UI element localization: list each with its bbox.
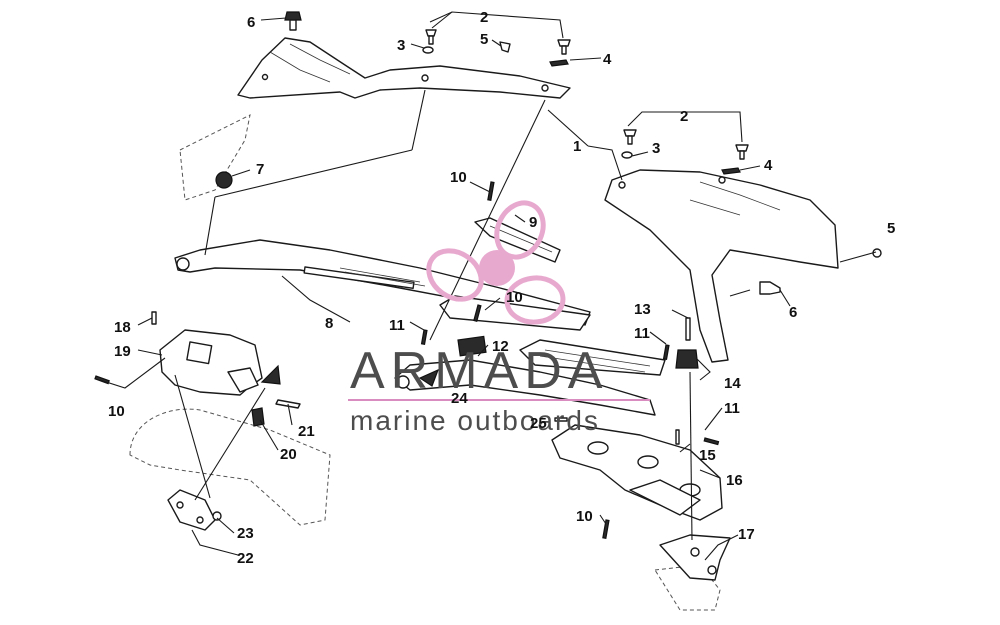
leader-lines: [99, 11, 877, 561]
watermark: ARMADA marine outboards: [348, 200, 650, 436]
callout-22: 22: [237, 550, 254, 567]
callout-17: 17: [738, 526, 755, 543]
callout-3b: 3: [652, 140, 660, 157]
callout-6b: 6: [789, 304, 797, 321]
callout-11a: 11: [389, 317, 405, 334]
plate-22: [167, 489, 216, 531]
callout-12: 12: [492, 338, 509, 355]
callout-5b: 5: [887, 220, 895, 237]
callout-24: 24: [451, 390, 468, 407]
callout-2: 2: [480, 9, 488, 26]
callout-19: 19: [114, 343, 131, 360]
callout-11b: 11: [634, 325, 650, 342]
callout-7: 7: [256, 161, 264, 178]
callout-10b: 10: [506, 289, 523, 306]
callout-5: 5: [480, 31, 488, 48]
watermark-title: ARMADA: [350, 342, 608, 400]
callout-11c: 11: [724, 400, 740, 417]
callout-10a: 10: [450, 169, 467, 186]
callout-20: 20: [280, 446, 297, 463]
callout-21: 21: [298, 423, 315, 440]
callout-6: 6: [247, 14, 255, 31]
callout-3: 3: [397, 37, 405, 54]
watermark-subtitle: marine outboards: [350, 405, 600, 436]
callout-2b: 2: [680, 108, 688, 125]
plate-17: [659, 534, 731, 581]
callout-10d: 10: [576, 508, 593, 525]
callout-15: 15: [699, 447, 716, 464]
callout-9: 9: [529, 214, 537, 231]
armada-logo-icon: [426, 200, 566, 325]
lower-rail-24: [394, 339, 666, 416]
callout-14: 14: [724, 375, 741, 392]
console-cover-right: [604, 169, 839, 363]
console-cover-left: [237, 37, 571, 99]
callout-1: 1: [573, 138, 581, 155]
callout-labels: 6 2 3 5 4 7 1 2 3 4 5 6 10 9 10 8 11 12 …: [108, 9, 895, 567]
callout-10c: 10: [108, 403, 125, 420]
callout-16: 16: [726, 472, 743, 489]
callout-25: 25: [530, 415, 547, 432]
callout-4: 4: [603, 51, 612, 68]
bracket-19: [159, 329, 263, 396]
callout-18: 18: [114, 319, 131, 336]
callout-8: 8: [325, 315, 333, 332]
lower-bracket-16: [551, 424, 723, 521]
callout-4b: 4: [764, 157, 773, 174]
callout-13: 13: [634, 301, 651, 318]
callout-23: 23: [237, 525, 254, 542]
